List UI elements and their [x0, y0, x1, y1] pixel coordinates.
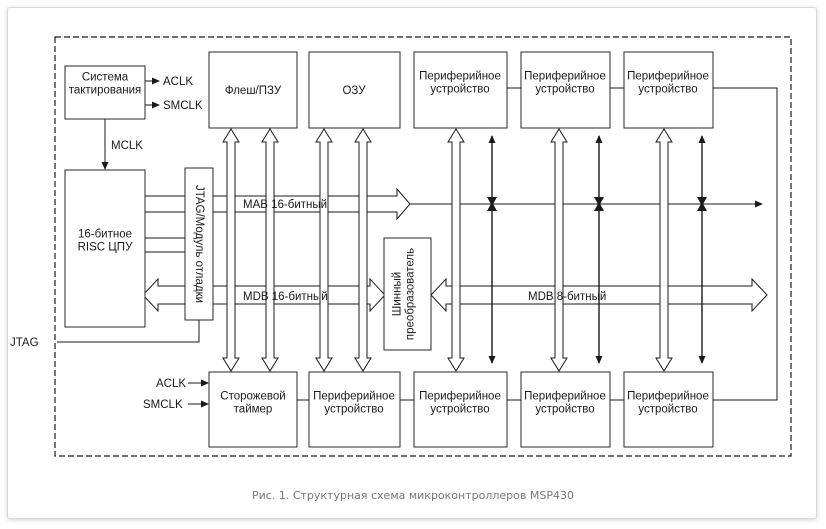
aclk-in-label: ACLK: [156, 378, 186, 390]
peripheral-links: [297, 87, 778, 401]
ram-box: [308, 51, 401, 129]
jtag-label: JTAG: [10, 337, 39, 349]
address-connectors: [488, 135, 706, 364]
cpu-box: [64, 169, 146, 328]
clock-system-box: [64, 65, 146, 120]
chip-boundary: [54, 36, 792, 457]
jtag-module-box: [184, 167, 214, 321]
flash-label: Флеш/ПЗУ: [225, 85, 282, 97]
smclk-in-label: SMCLK: [143, 399, 183, 411]
mdb16-label: MDB 16-битный: [243, 291, 328, 303]
peripheral-top-3: [623, 51, 714, 129]
clock-lines: [57, 77, 209, 408]
jtag-module-label: JTAG/Модуль отладки: [193, 185, 205, 303]
mclk-label: MCLK: [111, 140, 143, 152]
peripheral-top-1: [413, 51, 508, 129]
peripheral-bottom-2: [413, 371, 508, 448]
mdb8-label: MDB 8-битный: [528, 291, 606, 303]
watchdog-box: [208, 371, 298, 448]
ram-label: ОЗУ: [342, 85, 366, 97]
flash-box: [208, 51, 298, 129]
bus-converter-box: [383, 237, 432, 351]
bus-converter-label: Шинныйпреобразователь: [392, 248, 417, 340]
peripheral-top-2: [520, 51, 611, 129]
vertical-bus-connectors: [222, 128, 673, 372]
mab-junctions: [487, 197, 707, 211]
peripheral-bottom-1: [308, 371, 401, 448]
peripheral-bottom-3: [520, 371, 611, 448]
aclk-out-label: ACLK: [163, 76, 193, 88]
peripheral-bottom-4: [623, 371, 714, 448]
smclk-out-label: SMCLK: [163, 100, 203, 112]
mab-label: MAB 16-битный: [243, 199, 327, 211]
figure-caption: Рис. 1. Структурная схема микроконтролле…: [252, 489, 574, 502]
